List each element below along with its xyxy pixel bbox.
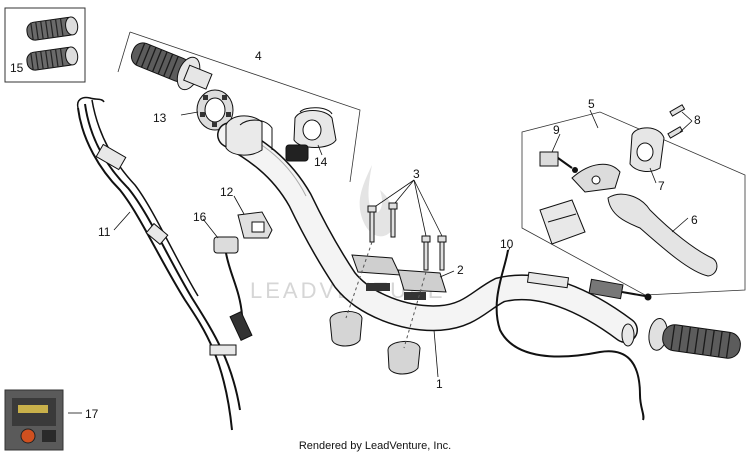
callout-5: 5	[588, 97, 595, 111]
footer-credit: Rendered by LeadVenture, Inc.	[298, 440, 452, 452]
part-17-photo-inset	[4, 389, 64, 451]
callout-9: 9	[553, 123, 560, 137]
callout-10: 10	[500, 237, 514, 251]
callout-7: 7	[658, 179, 665, 193]
part-2-upper-clamps	[351, 254, 447, 300]
callout-16: 16	[193, 210, 207, 224]
part-1-handlebar	[217, 115, 638, 347]
part-5-lever-perch	[539, 163, 621, 245]
part-6-clutch-lever	[607, 193, 718, 277]
leader-lines	[68, 109, 693, 414]
callout-13: 13	[153, 111, 167, 125]
part-9-switch	[539, 151, 578, 173]
part-16-switch-wire	[213, 236, 253, 341]
group-outline-throttle	[129, 31, 361, 183]
callout-4: 4	[255, 49, 262, 63]
callout-14: 14	[314, 155, 328, 169]
part-10-clutch-cable	[495, 249, 652, 421]
callout-15: 15	[10, 61, 24, 75]
callout-11: 11	[98, 225, 111, 239]
group-outline-clutch	[521, 111, 746, 296]
callout-1: 1	[436, 377, 443, 391]
callout-17: 17	[85, 407, 99, 421]
part-4-throttle-grip	[130, 42, 213, 91]
part-12-switch-cover	[237, 211, 273, 239]
watermark-flame-icon	[359, 165, 396, 237]
right-grip	[648, 317, 741, 359]
part-15-grips-inset	[4, 7, 86, 83]
part-13-throttle-ring	[196, 89, 234, 131]
part-11-throttle-cables	[76, 96, 241, 431]
part-3-bolts	[367, 202, 447, 271]
callout-2: 2	[457, 263, 464, 277]
part-7-lever-clamp	[629, 127, 665, 172]
handlebar-risers	[329, 241, 427, 375]
callout-12: 12	[220, 185, 234, 199]
part-14-clamp	[285, 107, 337, 162]
callout-labels: 15 4 13 14 3 2 1 5 6 7 8 9 10 11 12 16 1…	[10, 49, 701, 421]
callout-6: 6	[691, 213, 698, 227]
part-8-bolts	[667, 104, 686, 139]
callout-8: 8	[694, 113, 701, 127]
callout-3: 3	[413, 167, 420, 181]
